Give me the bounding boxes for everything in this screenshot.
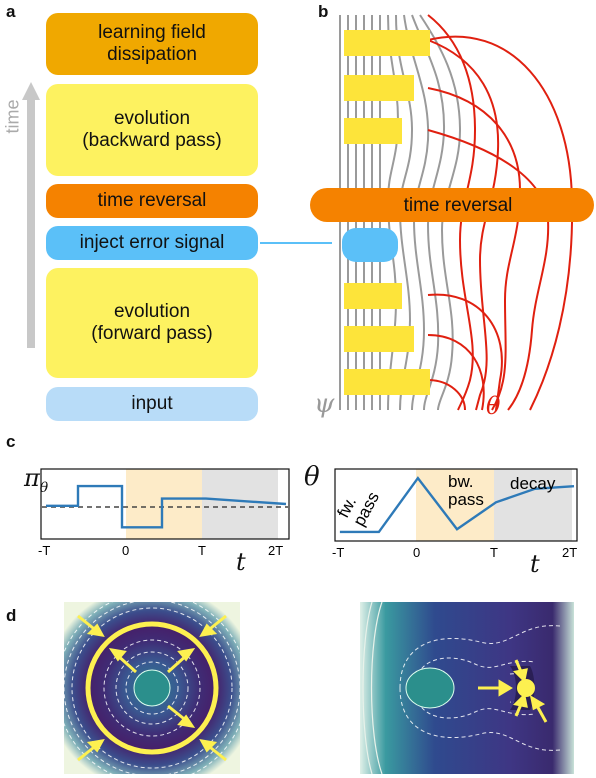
box-time-reversal: time reversal bbox=[46, 184, 258, 218]
theta-label: θ bbox=[486, 392, 501, 420]
gates-backward bbox=[344, 30, 430, 144]
panel-b-diagram: time reversal ψ θ bbox=[310, 14, 594, 420]
box-backward-pass: evolution (backward pass) bbox=[46, 84, 258, 176]
time-arrow bbox=[22, 82, 40, 348]
c-right-plot bbox=[334, 468, 578, 542]
c-right-annot-decay: decay bbox=[510, 474, 556, 493]
c-left-xtick-1: 0 bbox=[122, 543, 130, 558]
c-right-series-line bbox=[339, 476, 575, 534]
c-left-plot bbox=[40, 468, 290, 540]
inject-connector-line bbox=[260, 242, 332, 244]
c-left-xlabel: t bbox=[236, 548, 246, 576]
panel-label-a: a bbox=[6, 2, 16, 21]
time-label: time bbox=[2, 99, 23, 134]
c-right-xtick-0: -T bbox=[332, 545, 345, 560]
box-forward-pass: evolution (forward pass) bbox=[46, 268, 258, 378]
gates-forward bbox=[344, 283, 430, 395]
panel-label-c: c bbox=[6, 432, 16, 451]
c-right-xtick-3: 2T bbox=[562, 545, 578, 560]
c-right-xlabel: t bbox=[530, 550, 540, 578]
box-dissipation: learning field dissipation bbox=[46, 13, 258, 75]
d-right-landscape bbox=[360, 602, 574, 774]
panel-label-b: b bbox=[318, 2, 329, 21]
c-left-ylabel: πθ bbox=[24, 464, 49, 496]
c-right-annot-bw: bw. pass bbox=[448, 472, 484, 509]
time-reversal-text: time reversal bbox=[404, 195, 513, 216]
c-left-series-line bbox=[46, 484, 287, 529]
c-right-ylabel: θ bbox=[304, 462, 320, 492]
d-left-landscape bbox=[64, 602, 240, 774]
c-right-xtick-1: 0 bbox=[413, 545, 421, 560]
psi-label: ψ bbox=[314, 389, 335, 419]
box-input: input bbox=[46, 387, 258, 421]
box-inject-error: inject error signal bbox=[46, 226, 258, 260]
c-left-xtick-2: T bbox=[198, 543, 206, 558]
c-right-xtick-2: T bbox=[490, 545, 498, 560]
inject-blob bbox=[342, 228, 398, 262]
time-reversal-bar bbox=[310, 188, 594, 222]
c-left-xtick-3: 2T bbox=[268, 543, 284, 558]
c-left-xtick-0: -T bbox=[38, 543, 51, 558]
panel-label-d: d bbox=[6, 606, 17, 625]
